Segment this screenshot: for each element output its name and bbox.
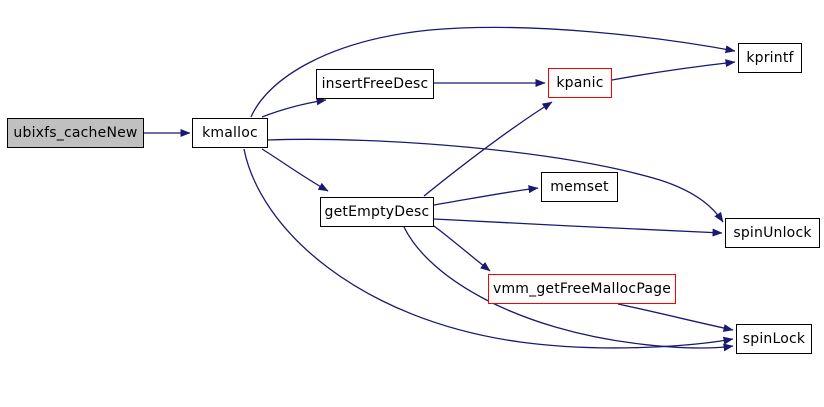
node-label-insertfreedesc: insertFreeDesc — [321, 76, 429, 92]
edge-kmalloc-spinUnlock — [267, 138, 724, 223]
node-vmm-getfreemallocpage[interactable]: vmm_getFreeMallocPage — [488, 274, 676, 304]
node-label-kprintf: kprintf — [746, 50, 794, 66]
edge-getEmptyDesc-kpanic — [423, 101, 553, 197]
node-kpanic[interactable]: kpanic — [548, 68, 612, 98]
node-kprintf[interactable]: kprintf — [738, 43, 802, 73]
node-insertfreedesc[interactable]: insertFreeDesc — [316, 69, 434, 99]
node-label-spinunlock: spinUnlock — [733, 225, 812, 241]
node-label-kpanic: kpanic — [556, 75, 604, 91]
edge-getEmptyDesc-spinUnlock — [433, 218, 723, 237]
node-label-memset: memset — [550, 179, 609, 195]
node-label-kmalloc: kmalloc — [202, 125, 258, 141]
node-getemptydesc[interactable]: getEmptyDesc — [320, 197, 434, 227]
edge-getEmptyDesc-spinLock — [403, 226, 734, 352]
node-spinunlock[interactable]: spinUnlock — [725, 218, 820, 248]
edge-kmalloc-spinLock — [243, 148, 734, 349]
node-ubixfs-cachenew[interactable]: ubixfs_cacheNew — [7, 118, 144, 148]
edge-kmalloc-insertFreeDesc — [261, 97, 327, 118]
node-label-vmm-getfreemallocpage: vmm_getFreeMallocPage — [492, 281, 672, 297]
node-label-spinlock: spinLock — [742, 331, 806, 347]
edge-kmalloc-kprintf — [250, 26, 736, 118]
node-label-getemptydesc: getEmptyDesc — [324, 204, 430, 220]
node-memset[interactable]: memset — [541, 172, 618, 202]
edge-getEmptyDesc-memset — [433, 185, 539, 206]
node-kmalloc[interactable]: kmalloc — [192, 118, 268, 148]
node-spinlock[interactable]: spinLock — [736, 324, 812, 354]
edge-vmm_getFreeMallocPage-spinLock — [617, 303, 734, 332]
node-label-ubixfs-cachenew: ubixfs_cacheNew — [13, 125, 138, 141]
edge-kmalloc-getEmptyDesc — [261, 148, 329, 192]
edge-kpanic-kprintf — [611, 59, 736, 81]
edge-getEmptyDesc-vmm_getFreeMallocPage — [433, 225, 491, 272]
